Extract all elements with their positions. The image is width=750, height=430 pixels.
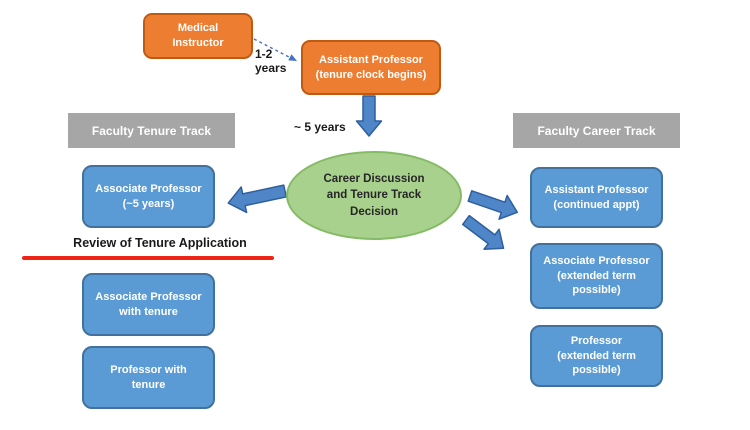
node-medical-instructor: Medical Instructor [143,13,253,59]
node-assistant-professor-tenure-clock: Assistant Professor (tenure clock begins… [301,40,441,95]
review-divider-line [22,256,274,260]
header-faculty-career-track: Faculty Career Track [513,113,680,148]
dashed-arrowhead-icon [288,54,297,61]
arrow-decision-to-tenure-track-icon [227,184,287,214]
label-review-of-tenure-application: Review of Tenure Application [73,236,247,250]
node-assistant-professor-continued: Assistant Professor (continued appt) [530,167,663,228]
label-5-years: ~ 5 years [294,120,346,134]
label-1-2-years: 1-2 years [255,47,287,75]
arrow-decision-to-career-track-upper-icon [467,190,519,220]
arrow-decision-to-career-track-lower-icon [461,214,505,250]
node-professor-with-tenure: Professor with tenure [82,346,215,409]
header-faculty-tenure-track: Faculty Tenure Track [68,113,235,148]
node-associate-professor-extended: Associate Professor (extended term possi… [530,243,663,309]
node-associate-professor-with-tenure: Associate Professor with tenure [82,273,215,336]
node-career-discussion-decision: Career Discussion and Tenure Track Decis… [286,151,462,240]
node-professor-extended: Professor (extended term possible) [530,325,663,387]
node-associate-professor-5-years: Associate Professor (~5 years) [82,165,215,228]
arrow-assistant-to-decision-icon [355,95,383,137]
